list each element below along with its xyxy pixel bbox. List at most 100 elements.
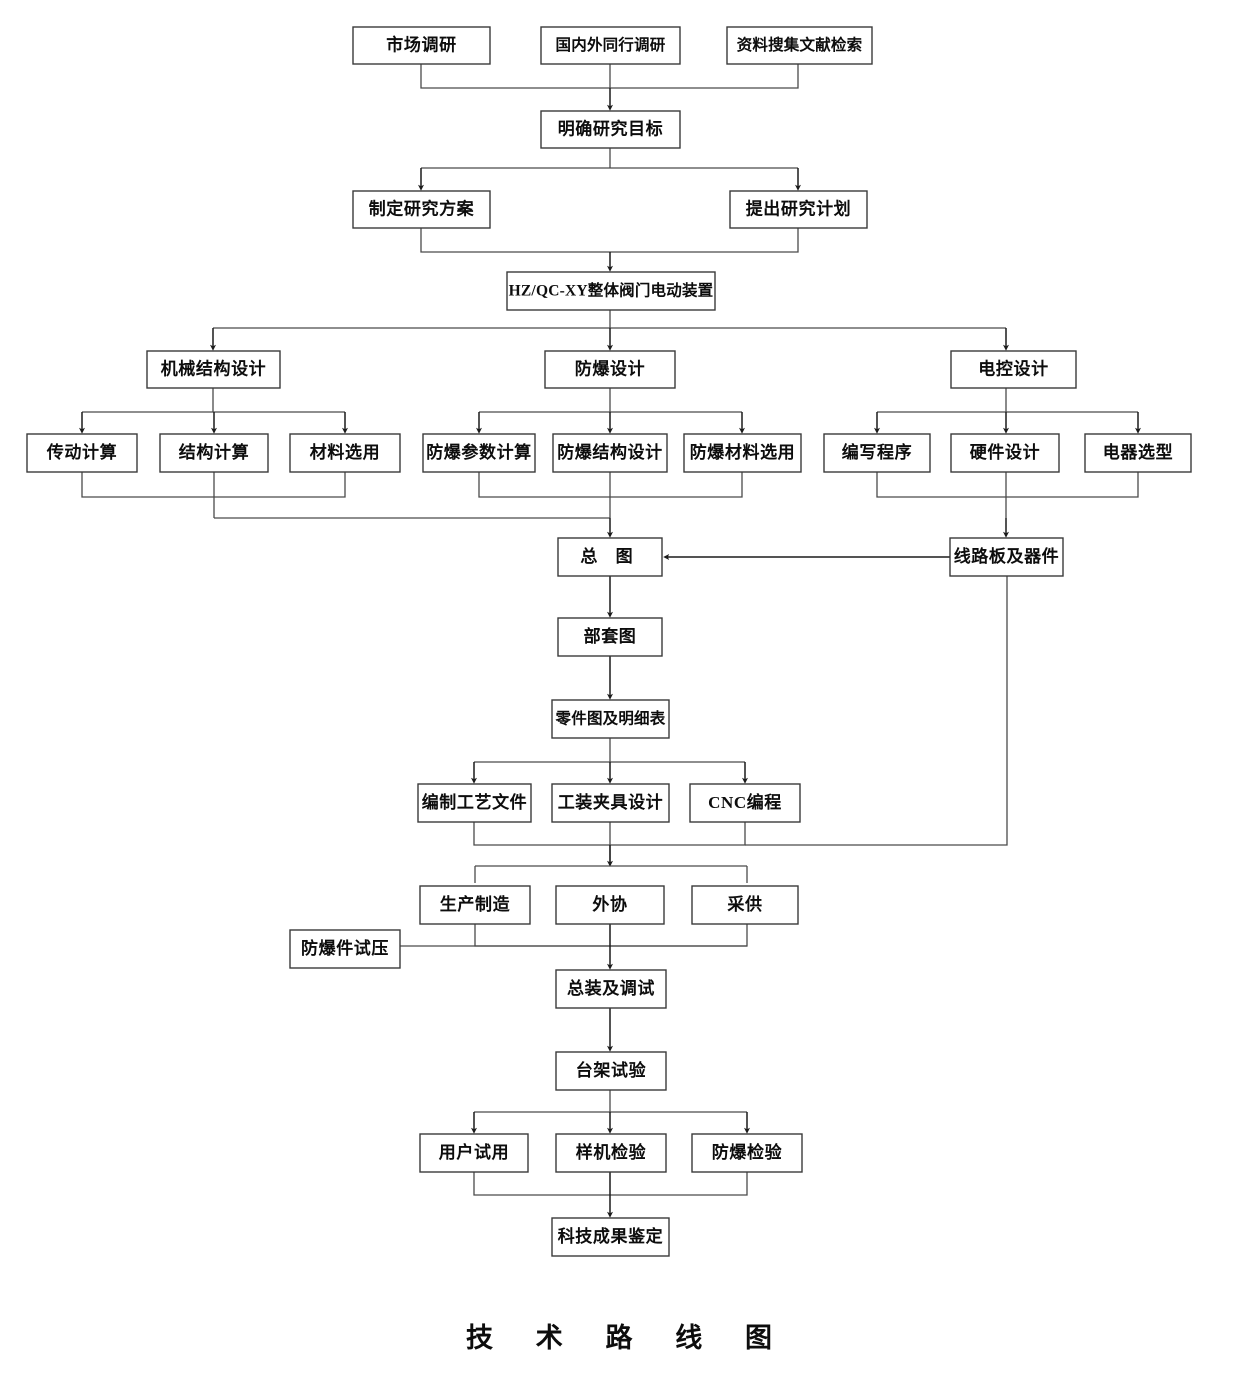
- flow-node-n12[interactable]: 结构计算: [159, 433, 269, 473]
- flow-node-n14[interactable]: 防爆参数计算: [422, 433, 536, 473]
- flow-node-label: 电器选型: [1103, 442, 1173, 462]
- flow-node-label: 传动计算: [46, 442, 117, 462]
- flow-node-n20[interactable]: 总 图: [557, 537, 663, 577]
- flow-node-n23[interactable]: 零件图及明细表: [551, 699, 670, 739]
- flow-node-label: 硬件设计: [970, 442, 1040, 462]
- flow-node-n36[interactable]: 科技成果鉴定: [551, 1217, 670, 1257]
- flow-node-n10[interactable]: 电控设计: [950, 350, 1077, 389]
- flow-node-label: 市场调研: [386, 34, 456, 54]
- flow-node-n32[interactable]: 台架试验: [555, 1051, 667, 1091]
- flow-node-label: 总 图: [580, 546, 639, 566]
- flow-node-n8[interactable]: 机械结构设计: [146, 350, 281, 389]
- flow-node-n5[interactable]: 制定研究方案: [352, 190, 491, 229]
- flow-node-label: 防爆参数计算: [426, 442, 532, 462]
- flow-node-box: [552, 433, 668, 473]
- flow-node-box: [289, 433, 401, 473]
- flow-node-n25[interactable]: 工装夹具设计: [551, 783, 670, 823]
- flow-node-box: [555, 969, 667, 1009]
- flow-node-label: 科技成果鉴定: [558, 1226, 664, 1246]
- flow-node-label: 样机检验: [576, 1142, 647, 1162]
- flow-node-label: 部套图: [584, 626, 637, 646]
- flow-node-n6[interactable]: 提出研究计划: [729, 190, 868, 229]
- flow-node-n29[interactable]: 采供: [691, 885, 799, 925]
- flow-node-label: 提出研究计划: [746, 198, 852, 218]
- flow-node-label: 制定研究方案: [369, 198, 475, 218]
- flow-node-box: [422, 433, 536, 473]
- flow-node-box: [950, 433, 1060, 473]
- flow-node-label: 总装及调试: [567, 978, 655, 998]
- flow-node-label: 编制工艺文件: [422, 792, 528, 812]
- flow-node-n16[interactable]: 防爆材料选用: [683, 433, 802, 473]
- flow-node-n30[interactable]: 防爆件试压: [289, 929, 401, 969]
- flow-node-label: 防爆检验: [712, 1142, 783, 1162]
- flow-node-box: [506, 271, 716, 311]
- flow-node-n27[interactable]: 生产制造: [419, 885, 531, 925]
- flow-node-label: 防爆设计: [575, 358, 645, 378]
- flow-node-label: 零件图及明细表: [555, 709, 666, 728]
- flow-node-label: 编写程序: [842, 442, 912, 462]
- flow-node-n4[interactable]: 明确研究目标: [540, 110, 681, 149]
- flow-node-box: [551, 1217, 670, 1257]
- flow-node-n22[interactable]: 部套图: [557, 617, 663, 657]
- flow-node-label: 防爆结构设计: [557, 442, 663, 462]
- flow-node-n33[interactable]: 用户试用: [419, 1133, 529, 1173]
- flow-node-box: [540, 26, 681, 65]
- flow-node-box: [949, 537, 1064, 577]
- flow-node-box: [1084, 433, 1192, 473]
- flow-node-n15[interactable]: 防爆结构设计: [552, 433, 668, 473]
- flow-node-box: [551, 699, 670, 739]
- flow-node-n21[interactable]: 线路板及器件: [949, 537, 1064, 577]
- flow-node-box: [689, 783, 801, 823]
- flow-node-box: [352, 190, 491, 229]
- flow-node-label: 外协: [592, 894, 627, 914]
- flow-node-n35[interactable]: 防爆检验: [691, 1133, 803, 1173]
- flow-node-box: [683, 433, 802, 473]
- flow-node-box: [555, 885, 665, 925]
- flow-node-box: [557, 617, 663, 657]
- flow-node-n26[interactable]: CNC编程: [689, 783, 801, 823]
- flow-node-n31[interactable]: 总装及调试: [555, 969, 667, 1009]
- flow-node-n18[interactable]: 硬件设计: [950, 433, 1060, 473]
- flow-node-n1[interactable]: 市场调研: [352, 26, 491, 65]
- flow-node-box: [823, 433, 931, 473]
- flow-node-box: [726, 26, 873, 65]
- flow-node-box: [544, 350, 676, 389]
- flow-node-label: 电控设计: [978, 358, 1048, 378]
- flow-node-n7[interactable]: HZ/QC-XY整体阀门电动装置: [506, 271, 716, 311]
- diagram-caption: 技 术 路 线 图: [466, 1323, 790, 1353]
- flow-node-n34[interactable]: 样机检验: [555, 1133, 667, 1173]
- flow-node-n11[interactable]: 传动计算: [26, 433, 138, 473]
- flow-node-box: [417, 783, 532, 823]
- flow-node-label: 生产制造: [440, 894, 511, 914]
- flow-node-box: [289, 929, 401, 969]
- flow-node-label: 用户试用: [439, 1142, 509, 1162]
- flow-node-box: [419, 1133, 529, 1173]
- flow-node-label: 材料选用: [310, 442, 380, 462]
- flow-node-n17[interactable]: 编写程序: [823, 433, 931, 473]
- flow-node-box: [551, 783, 670, 823]
- flow-node-n13[interactable]: 材料选用: [289, 433, 401, 473]
- flow-node-label: 明确研究目标: [558, 118, 664, 138]
- flow-node-label: 工装夹具设计: [558, 792, 664, 812]
- flow-node-box: [26, 433, 138, 473]
- flow-node-label: 资料搜集文献检索: [737, 35, 863, 54]
- flow-node-n24[interactable]: 编制工艺文件: [417, 783, 532, 823]
- flow-node-n9[interactable]: 防爆设计: [544, 350, 676, 389]
- flow-node-label: 防爆材料选用: [690, 442, 796, 462]
- flow-node-n3[interactable]: 资料搜集文献检索: [726, 26, 873, 65]
- flow-node-label: 防爆件试压: [301, 938, 389, 958]
- flow-node-box: [691, 1133, 803, 1173]
- flow-node-box: [691, 885, 799, 925]
- flow-node-n2[interactable]: 国内外同行调研: [540, 26, 681, 65]
- flow-node-box: [950, 350, 1077, 389]
- flow-node-label: CNC编程: [708, 792, 782, 812]
- flow-node-box: [540, 110, 681, 149]
- flow-node-label: 机械结构设计: [161, 358, 267, 378]
- flow-node-n19[interactable]: 电器选型: [1084, 433, 1192, 473]
- flow-node-box: [729, 190, 868, 229]
- connector-layer: [79, 64, 1141, 1218]
- flow-node-n28[interactable]: 外协: [555, 885, 665, 925]
